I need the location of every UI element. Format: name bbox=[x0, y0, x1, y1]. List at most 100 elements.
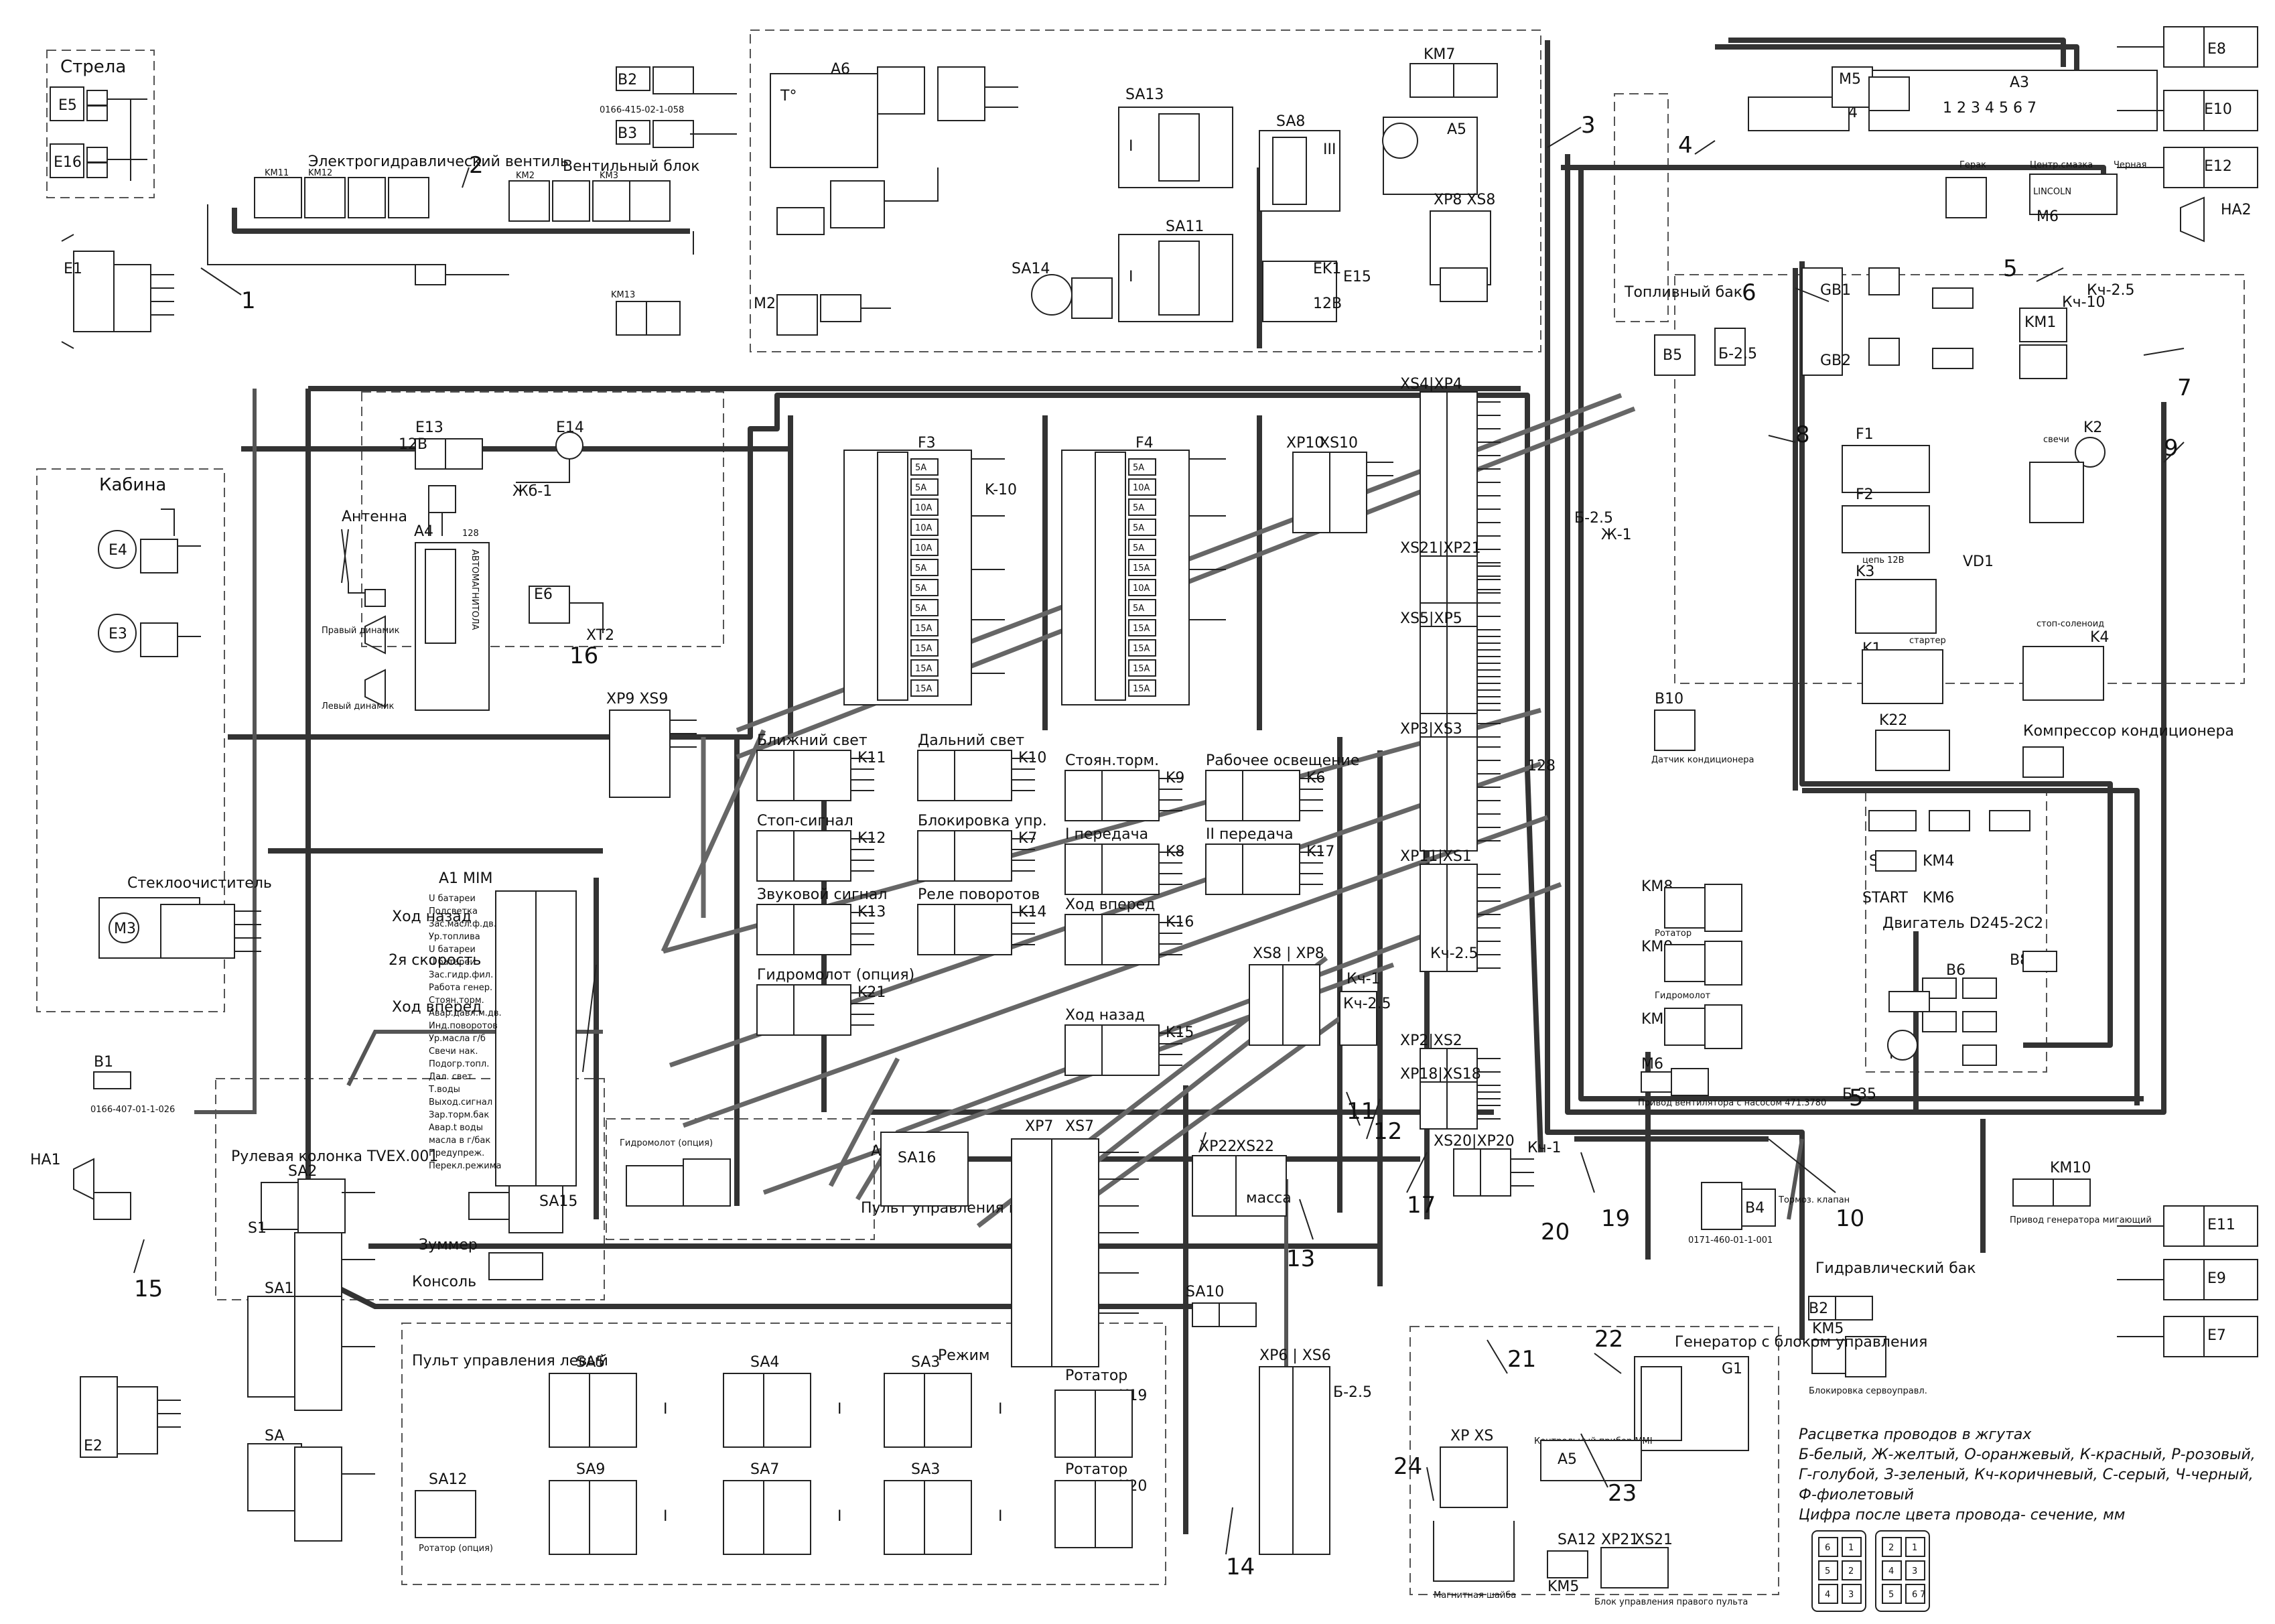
fuse-rating: 15A bbox=[915, 624, 933, 634]
fuse-rating: 15A bbox=[1133, 684, 1150, 694]
svg-text:KM10: KM10 bbox=[2050, 1160, 2091, 1176]
lamp-e6: E6 XT2 bbox=[529, 586, 614, 644]
svg-text:XP6 | XS6: XP6 | XS6 bbox=[1259, 1347, 1331, 1364]
svg-text:стартер: стартер bbox=[1909, 636, 1946, 646]
svg-text:XP8 XS8: XP8 XS8 bbox=[1434, 192, 1495, 208]
fuse-rating: 15A bbox=[915, 684, 933, 694]
fuse bbox=[910, 659, 939, 677]
svg-text:START: START bbox=[1862, 890, 1908, 906]
svg-text:S1: S1 bbox=[248, 1220, 267, 1237]
mim-label: Т.воды bbox=[428, 1085, 460, 1095]
fuse bbox=[1128, 498, 1156, 516]
svg-text:Кч-1: Кч-1 bbox=[1527, 1140, 1562, 1156]
hydraulic-tank-title: Гидравлический бак bbox=[1815, 1260, 1976, 1277]
svg-text:E13: E13 bbox=[415, 419, 443, 436]
svg-text:SA8: SA8 bbox=[1276, 113, 1305, 130]
fuel-tank-b5: Топливный бак B5 bbox=[1624, 284, 1746, 376]
relay-title: Гидромолот (опция) bbox=[757, 967, 914, 984]
svg-text:Привод вентилятора с насосом 4: Привод вентилятора с насосом 471.3780 bbox=[1638, 1098, 1826, 1108]
mim-label: Работа генер. bbox=[429, 983, 492, 993]
svg-text:E8: E8 bbox=[2207, 41, 2226, 58]
svg-text:XS8 | XP8: XS8 | XP8 bbox=[1253, 945, 1324, 962]
svg-text:Ротатор (опция): Ротатор (опция) bbox=[419, 1544, 493, 1554]
fuse-rating: 15A bbox=[1133, 563, 1150, 573]
fuse-rating: 10A bbox=[915, 543, 933, 553]
relay-k22: K22 Компрессор кондиционера bbox=[1875, 712, 2234, 778]
legend-line-1: Расцветка проводов в жгутах bbox=[1799, 1426, 2032, 1443]
fuse-rating: 5A bbox=[915, 563, 926, 573]
svg-text:B2: B2 bbox=[618, 72, 637, 88]
lamp-e3: E3 bbox=[98, 614, 178, 657]
svg-text:B10: B10 bbox=[1655, 691, 1683, 707]
callout-number: 2 bbox=[469, 152, 484, 179]
mim-label: Инд.поворотов bbox=[429, 1021, 498, 1031]
connector-block: XS5|XP5 bbox=[1400, 610, 1501, 714]
svg-text:XS21: XS21 bbox=[1635, 1532, 1673, 1548]
steering-column: Рулевая колонка TVEX.001 SA2 S1 SA1 SA bbox=[231, 1148, 438, 1542]
fuse bbox=[1128, 559, 1156, 576]
svg-text:Б-2.5: Б-2.5 bbox=[1574, 510, 1613, 527]
relay-k1: стартер K1 bbox=[1862, 636, 1946, 704]
svg-text:LINCOLN: LINCOLN bbox=[2033, 187, 2071, 197]
contactor-km11-right: Гидромолот KM11 bbox=[1641, 991, 1742, 1049]
fuel-tank-title: Топливный бак bbox=[1624, 284, 1742, 301]
fuse bbox=[910, 679, 939, 697]
callout-number: 12 bbox=[1373, 1118, 1402, 1145]
fuse bbox=[1128, 579, 1156, 596]
relay-k4: стоп-соленоид K4 bbox=[2022, 619, 2109, 701]
right-panel-a2: Пульт управления правый A2 SA16 Гидромол… bbox=[620, 1132, 1066, 1217]
callout-number: 6 bbox=[1742, 279, 1756, 306]
fuse bbox=[910, 599, 939, 616]
svg-text:E10: E10 bbox=[2204, 101, 2232, 118]
fuse bbox=[910, 559, 939, 576]
relay-title: Ближний свет bbox=[757, 732, 868, 749]
svg-text:B3: B3 bbox=[618, 125, 637, 142]
fuse-rating: 10A bbox=[915, 523, 933, 533]
mim-label: масла в г/бак bbox=[429, 1136, 490, 1146]
svg-text:I: I bbox=[837, 1401, 842, 1418]
fuse-rating: 5A bbox=[915, 463, 926, 473]
mim-label: Предупреж. bbox=[429, 1148, 484, 1158]
unit-a6: A6 T° bbox=[770, 61, 1018, 235]
svg-text:VD1: VD1 bbox=[1963, 553, 1994, 570]
hydraulic-tank: Гидравлический бак B2 KM5 Блокировка сер… bbox=[1808, 1260, 1976, 1396]
svg-text:I: I bbox=[837, 1508, 842, 1525]
switch-id: SA7 bbox=[750, 1461, 779, 1478]
svg-text:A3: A3 bbox=[2010, 74, 2029, 91]
svg-text:Кч-2.5: Кч-2.5 bbox=[1343, 996, 1391, 1012]
control-device-a5: Контрольный прибор MMI A5 bbox=[1534, 1436, 1653, 1481]
svg-text:E16: E16 bbox=[54, 154, 82, 171]
svg-text:0171-460-01-1-001: 0171-460-01-1-001 bbox=[1688, 1235, 1773, 1245]
svg-text:A6: A6 bbox=[831, 61, 850, 78]
svg-text:F4: F4 bbox=[1135, 435, 1154, 452]
svg-text:M6: M6 bbox=[2037, 208, 2059, 225]
relay-title: Ход вперед bbox=[1065, 896, 1155, 913]
callout-number: 24 bbox=[1393, 1453, 1422, 1480]
connector-xp7-xs7: XP7 XS7 bbox=[1011, 1118, 1139, 1367]
svg-text:KM7: KM7 bbox=[1424, 46, 1455, 63]
brake-b4: B4 Тормоз. клапан 0171-460-01-1-001 bbox=[1688, 1182, 1850, 1245]
svg-text:E2: E2 bbox=[84, 1438, 102, 1454]
svg-text:M2: M2 bbox=[754, 295, 776, 312]
svg-text:I: I bbox=[663, 1401, 668, 1418]
mim-panel-a1: A1 MIM U батареиПодсветкаЗас.масл.ф.дв.У… bbox=[389, 870, 577, 1290]
fuse bbox=[1128, 458, 1156, 476]
svg-text:цепь 12В: цепь 12В bbox=[1862, 555, 1905, 565]
connector-block: XP18|XS18 bbox=[1400, 1066, 1501, 1130]
connector-name: XP11|XS1 bbox=[1400, 848, 1472, 865]
wiper-motor-m3: Стеклоочиститель M3 bbox=[98, 875, 272, 959]
svg-text:KM11: KM11 bbox=[265, 168, 289, 178]
svg-text:E11: E11 bbox=[2207, 1217, 2235, 1233]
svg-text:Гидромолот: Гидромолот bbox=[1655, 991, 1711, 1001]
svg-text:KM1: KM1 bbox=[2024, 314, 2056, 331]
fuse bbox=[1128, 619, 1156, 636]
